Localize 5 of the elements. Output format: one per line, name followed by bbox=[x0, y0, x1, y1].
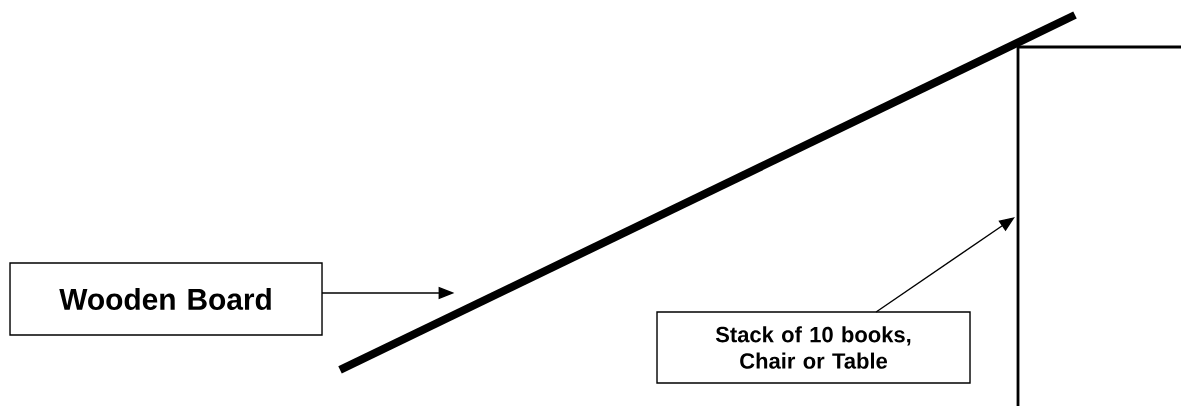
wooden-board bbox=[338, 11, 1077, 374]
label-box: Wooden Board bbox=[9, 262, 323, 336]
stack-box bbox=[1016, 45, 1181, 406]
arrow bbox=[875, 217, 1015, 313]
label-box: Stack of 10 books, Chair or Table bbox=[656, 311, 971, 384]
